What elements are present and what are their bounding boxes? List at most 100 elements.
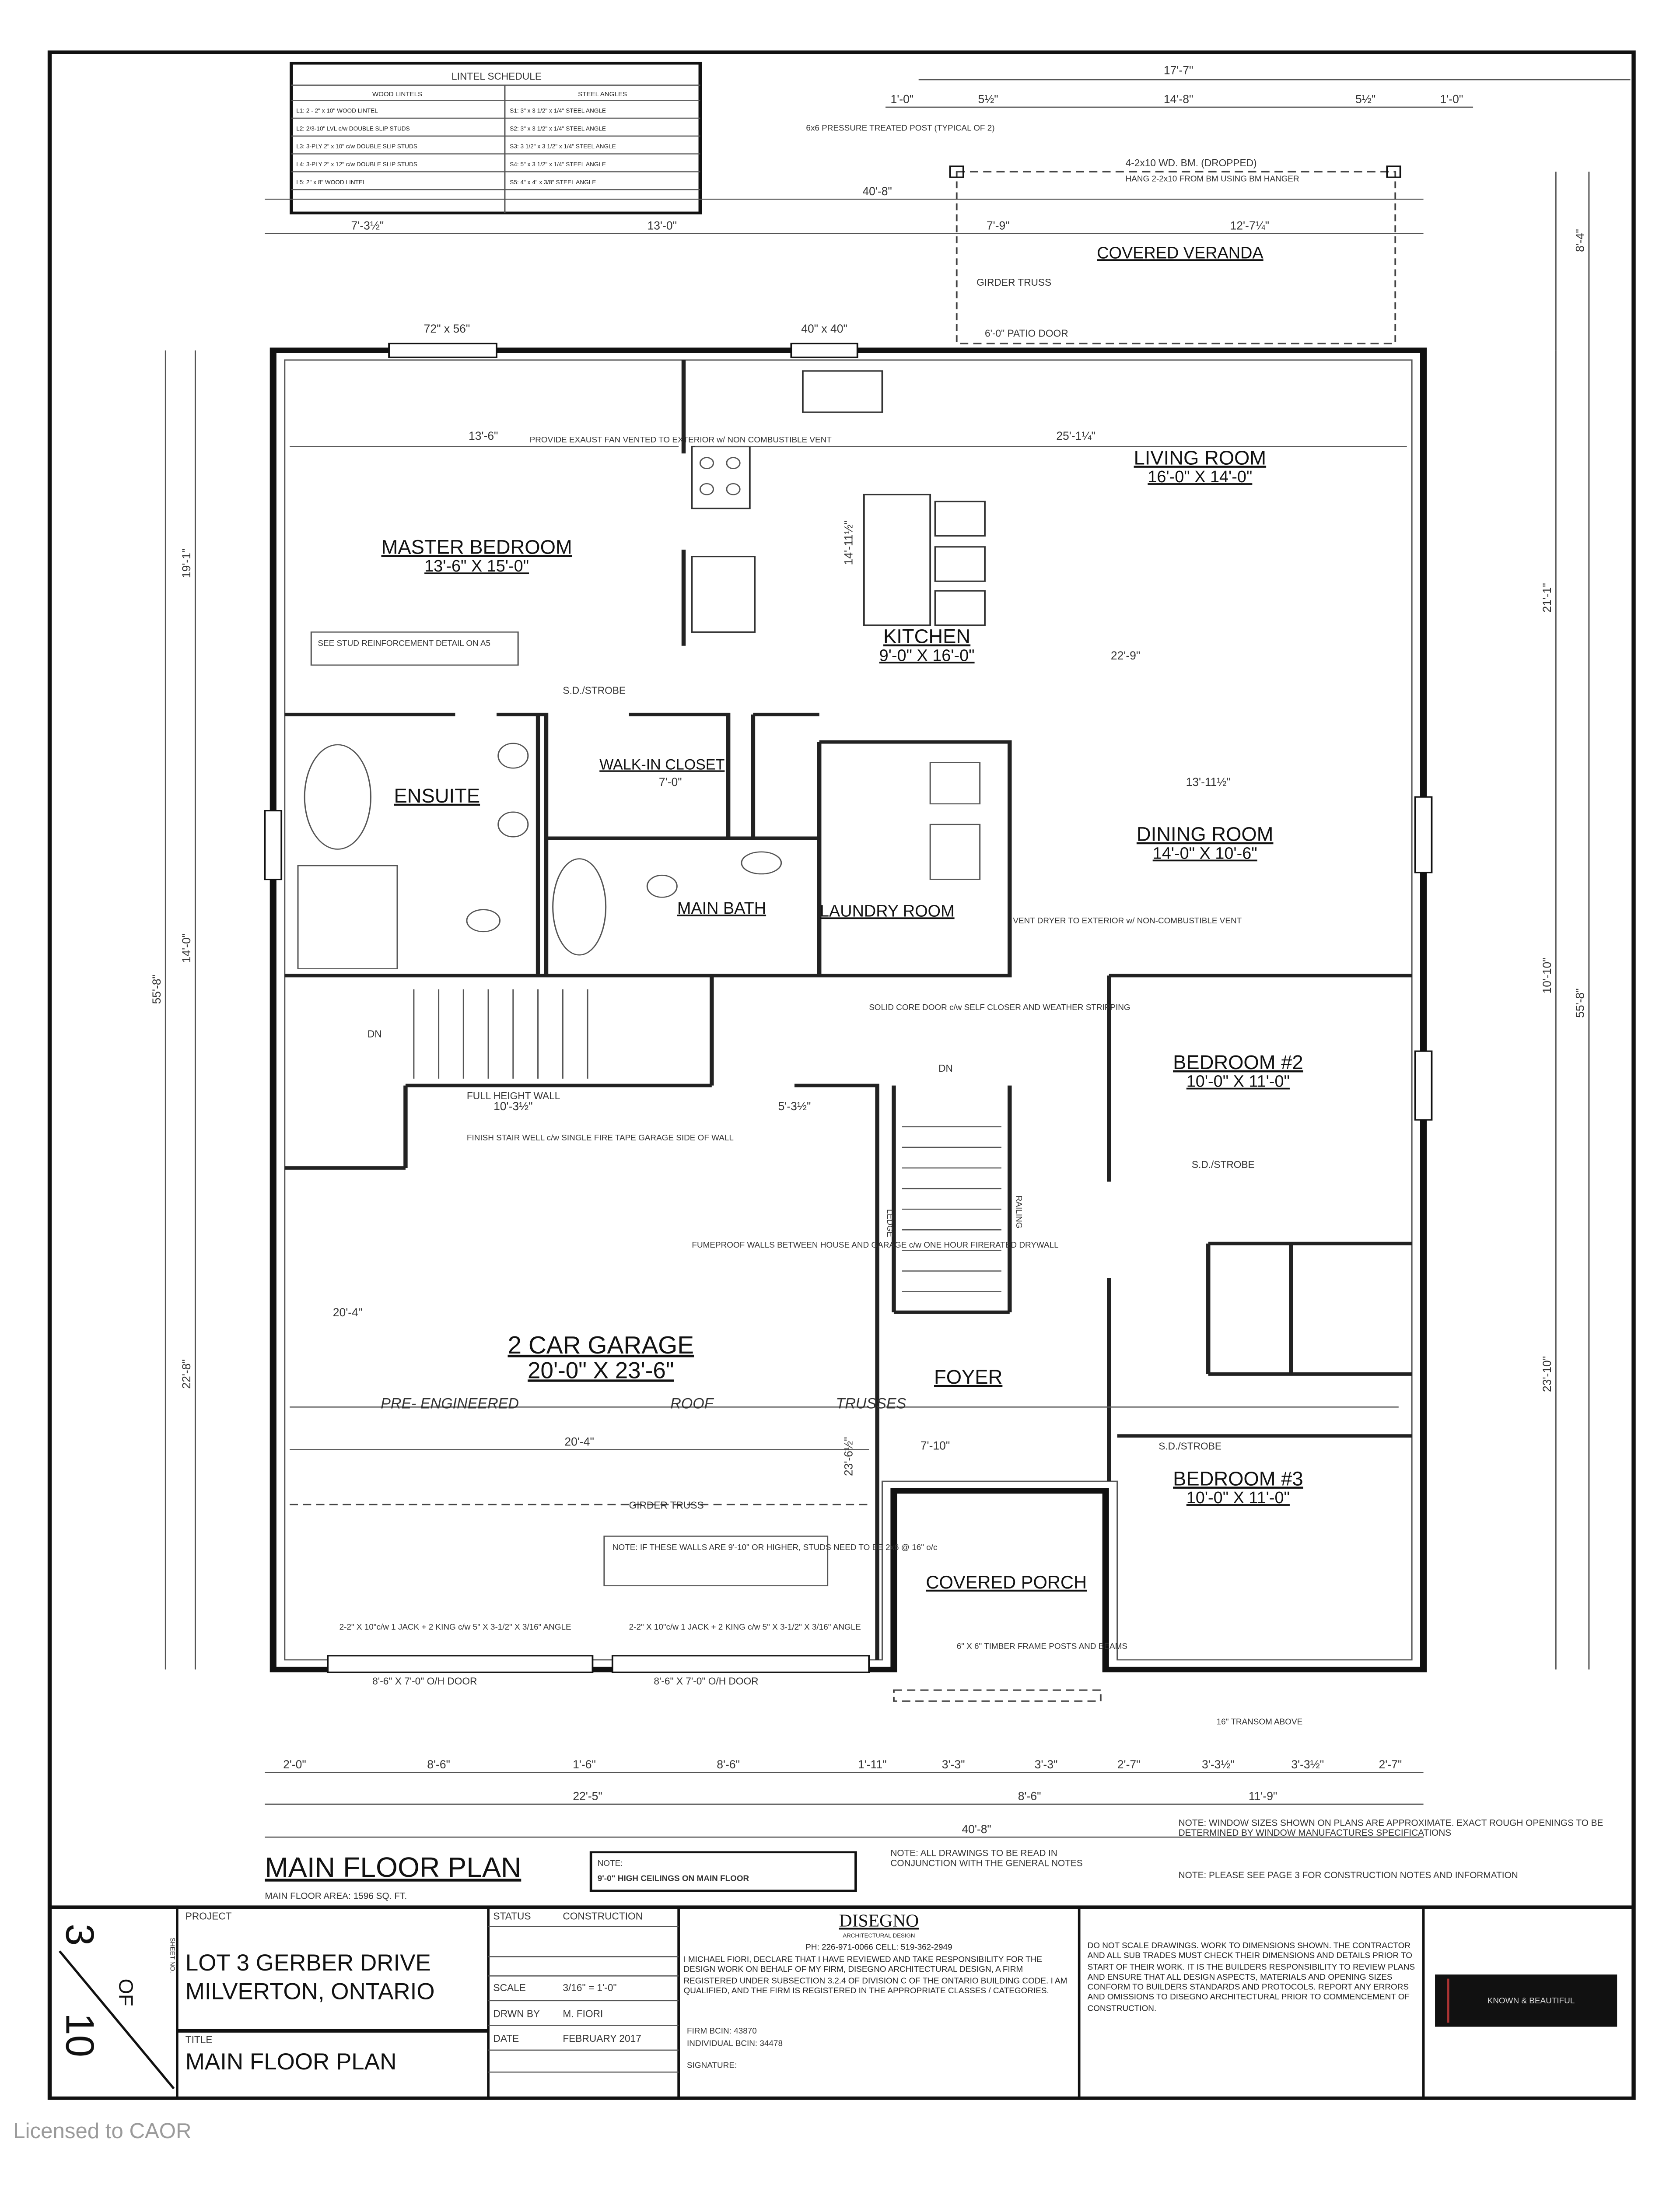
label: GIRDER TRUSS: [629, 1500, 704, 1511]
label: SHEET NO.: [169, 1937, 176, 1973]
label: 40'-8": [862, 185, 892, 198]
label: 9'-0" HIGH CEILINGS ON MAIN FLOOR: [598, 1874, 749, 1883]
lintel-cell: S3: 3 1/2" x 3 1/2" x 1/4" STEEL ANGLE: [510, 143, 616, 150]
top-dimensions: 17'-7" 1'-0" 5½" 14'-8" 5½" 1'-0" 40'-8"…: [265, 64, 1631, 235]
label: PRE- ENGINEERED: [381, 1396, 519, 1412]
label: 16" TRANSOM ABOVE: [1217, 1718, 1303, 1727]
lintel-cell: S5: 4" x 4" x 3/8" STEEL ANGLE: [510, 179, 596, 186]
label: 55'-8": [1574, 988, 1587, 1017]
lintel-schedule: LINTEL SCHEDULE WOOD LINTELS STEEL ANGLE…: [290, 62, 702, 214]
label: 4-2x10 WD. BM. (DROPPED): [1126, 157, 1257, 168]
label: 11'-9": [1249, 1789, 1277, 1802]
label: KNOWN & BEAUTIFUL: [1488, 1996, 1575, 2006]
label: SEE STUD REINFORCEMENT DETAIL ON A5: [318, 639, 490, 648]
label: 6x6 PRESSURE TREATED POST (TYPICAL OF 2): [806, 123, 994, 133]
label: 7'-3½": [351, 219, 384, 232]
label: NOTE: IF THESE WALLS ARE 9'-10" OR HIGHE…: [612, 1543, 938, 1552]
label: 3'-3": [942, 1758, 965, 1771]
label: S.D./STROBE: [563, 685, 626, 696]
label: 2-2" X 10"c/w 1 JACK + 2 KING c/w 5" X 3…: [629, 1623, 861, 1632]
label: 21'-1": [1540, 583, 1554, 612]
label: OF: [115, 1979, 137, 2006]
room-living: LIVING ROOM: [1134, 446, 1267, 469]
lintel-cell: S2: 3" x 3 1/2" x 1/4" STEEL ANGLE: [510, 125, 606, 132]
label: 20'-0" X 23'-6": [528, 1357, 674, 1383]
right-dimensions: 8'-4" 21'-1" 10'-10" 23'-10" 55'-8": [1540, 172, 1590, 1670]
label: 1'-0": [891, 93, 914, 106]
label: STATUS: [493, 1911, 531, 1922]
room-bedroom-2: BEDROOM #2: [1173, 1051, 1303, 1073]
label: VENT DRYER TO EXTERIOR w/ NON-COMBUSTIBL…: [1013, 916, 1242, 926]
label: FINISH STAIR WELL c/w SINGLE FIRE TAPE G…: [467, 1133, 734, 1143]
window: [264, 810, 283, 880]
label: 10'-0" X 11'-0": [1186, 1489, 1290, 1507]
interior-dimensions: 13'-6" 25'-1¼" 14'-11½" 22'-9" 13'-11½" …: [290, 429, 1407, 1476]
label: 1'-0": [1440, 93, 1463, 106]
label: FULL HEIGHT WALL: [467, 1090, 560, 1101]
label: 25'-1¼": [1056, 429, 1096, 442]
label: 13'-6": [469, 429, 498, 442]
lintel-title: LINTEL SCHEDULE: [452, 70, 542, 82]
label: 8'-6" X 7'-0" O/H DOOR: [372, 1676, 477, 1687]
window: [388, 343, 497, 358]
lintel-cell: L1: 2 - 2" x 10" WOOD LINTEL: [296, 107, 378, 114]
label: 12'-7¼": [1230, 219, 1270, 232]
label: 23'-6½": [842, 1437, 855, 1476]
plan-title-area: MAIN FLOOR PLAN MAIN FLOOR AREA: 1596 SQ…: [265, 1819, 1603, 1901]
room-master-bedroom: MASTER BEDROOM: [382, 536, 572, 558]
label: 14'-8": [1164, 93, 1193, 106]
label: TITLE: [186, 2034, 213, 2045]
label: 19'-1": [180, 549, 193, 578]
label: 2'-7": [1117, 1758, 1141, 1771]
label: 20'-4": [333, 1306, 362, 1319]
builder-logo: [1435, 1974, 1617, 2027]
label: NOTE:: [598, 1859, 623, 1868]
label: 13'-11½": [1186, 775, 1231, 789]
label: PROJECT: [186, 1911, 232, 1922]
label: 10'-0" X 11'-0": [1186, 1073, 1290, 1091]
label: 72" x 56": [424, 322, 470, 335]
covered-veranda: COVERED VERANDA 4-2x10 WD. BM. (DROPPED)…: [806, 123, 1401, 344]
label: 3'-3½": [1202, 1758, 1235, 1771]
label: S.D./STROBE: [1192, 1159, 1255, 1170]
label: 23'-10": [1540, 1356, 1554, 1392]
project-name: LOT 3 GERBER DRIVE: [186, 1950, 431, 1976]
read-note: NOTE: ALL DRAWINGS TO BE READ IN CONJUNC…: [890, 1849, 1083, 1869]
label: FUMEPROOF WALLS BETWEEN HOUSE AND GARAGE…: [692, 1241, 1058, 1250]
sheet-number: 3: [57, 1924, 102, 1946]
sheet-title: MAIN FLOOR PLAN: [186, 2049, 397, 2075]
room-kitchen: KITCHEN: [883, 625, 970, 648]
label: 1'-6": [573, 1758, 596, 1771]
disclaimer: DO NOT SCALE DRAWINGS. WORK TO DIMENSION…: [1087, 1941, 1415, 2014]
label: DRWN BY: [493, 2008, 540, 2020]
fixtures: [290, 370, 1399, 1702]
label: 6'-0" PATIO DOOR: [985, 327, 1068, 339]
label: 10: [57, 2013, 102, 2057]
label: M. FIORI: [563, 2008, 603, 2020]
title-block: SHEET NO. 3 OF 10 PROJECT LOT 3 GERBER D…: [49, 1905, 1634, 2098]
room-walk-in-closet: WALK-IN CLOSET: [599, 756, 724, 773]
label: 7'-10": [920, 1439, 950, 1452]
bottom-dimensions: 2'-0" 8'-6" 1'-6" 8'-6" 1'-11" 3'-3" 3'-…: [265, 1758, 1424, 1838]
interior-walls: [284, 360, 1412, 1660]
label: 22'-8": [180, 1359, 193, 1389]
label: 8'-6": [1018, 1789, 1041, 1802]
watermark: Licensed to CAOR: [13, 2119, 191, 2143]
label: 20'-4": [564, 1435, 594, 1448]
room-laundry: LAUNDRY ROOM: [820, 902, 955, 920]
label: DN: [368, 1028, 382, 1040]
label: 14'-0": [180, 933, 193, 963]
label: RAILING: [1014, 1196, 1023, 1229]
label: 10'-3½": [494, 1100, 533, 1113]
label: PROVIDE EXAUST FAN VENTED TO EXTERIOR w/…: [530, 435, 832, 445]
lintel-cell: L2: 2/3-10" LVL c/w DOUBLE SLIP STUDS: [296, 125, 410, 132]
label: DATE: [493, 2033, 519, 2044]
label: 55'-8": [150, 975, 163, 1004]
label: 22'-9": [1111, 649, 1140, 662]
label: GIRDER TRUSS: [976, 277, 1051, 288]
label: DN: [938, 1062, 953, 1074]
label: MILVERTON, ONTARIO: [186, 1979, 435, 2005]
room-labels: MASTER BEDROOM 13'-6" X 15'-0" KITCHEN 9…: [382, 446, 1303, 1592]
label: SOLID CORE DOOR c/w SELF CLOSER AND WEAT…: [869, 1003, 1130, 1012]
